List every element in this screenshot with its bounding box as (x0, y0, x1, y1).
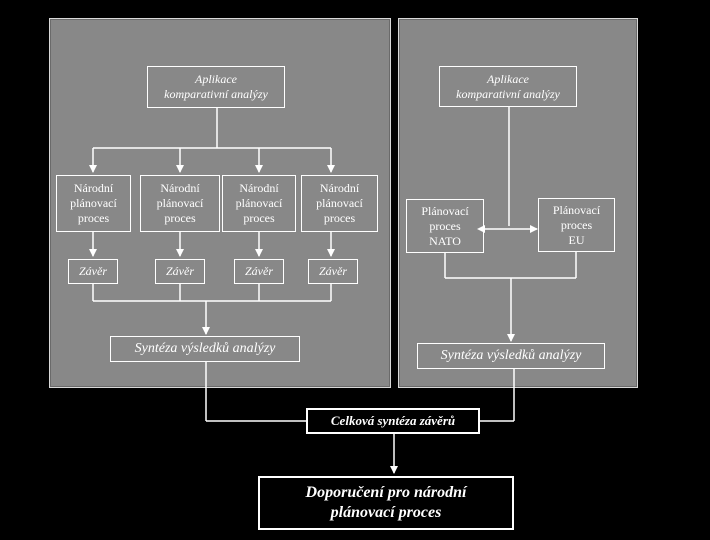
right-panel (398, 18, 638, 388)
eu-process-box: Plánovací proces EU (538, 198, 615, 252)
nato-process-box: Plánovací proces NATO (406, 199, 484, 253)
national-process-box-3: Národní plánovací proces (222, 175, 296, 232)
conclusion-box-2: Závěr (155, 259, 205, 284)
conclusion-box-3: Závěr (234, 259, 284, 284)
national-process-box-2: Národní plánovací proces (140, 175, 220, 232)
overall-synthesis-box: Celková syntéza závěrů (306, 408, 480, 434)
left-app-box: Aplikace komparativní analýzy (147, 66, 285, 108)
left-panel (49, 18, 391, 388)
left-synthesis-box: Syntéza výsledků analýzy (110, 336, 300, 362)
recommendation-box: Doporučení pro národní plánovací proces (258, 476, 514, 530)
national-process-box-4: Národní plánovací proces (301, 175, 378, 232)
conclusion-box-1: Závěr (68, 259, 118, 284)
right-app-box: Aplikace komparativní analýzy (439, 66, 577, 107)
conclusion-box-4: Závěr (308, 259, 358, 284)
right-synthesis-box: Syntéza výsledků analýzy (417, 343, 605, 369)
national-process-box-1: Národní plánovací proces (56, 175, 131, 232)
